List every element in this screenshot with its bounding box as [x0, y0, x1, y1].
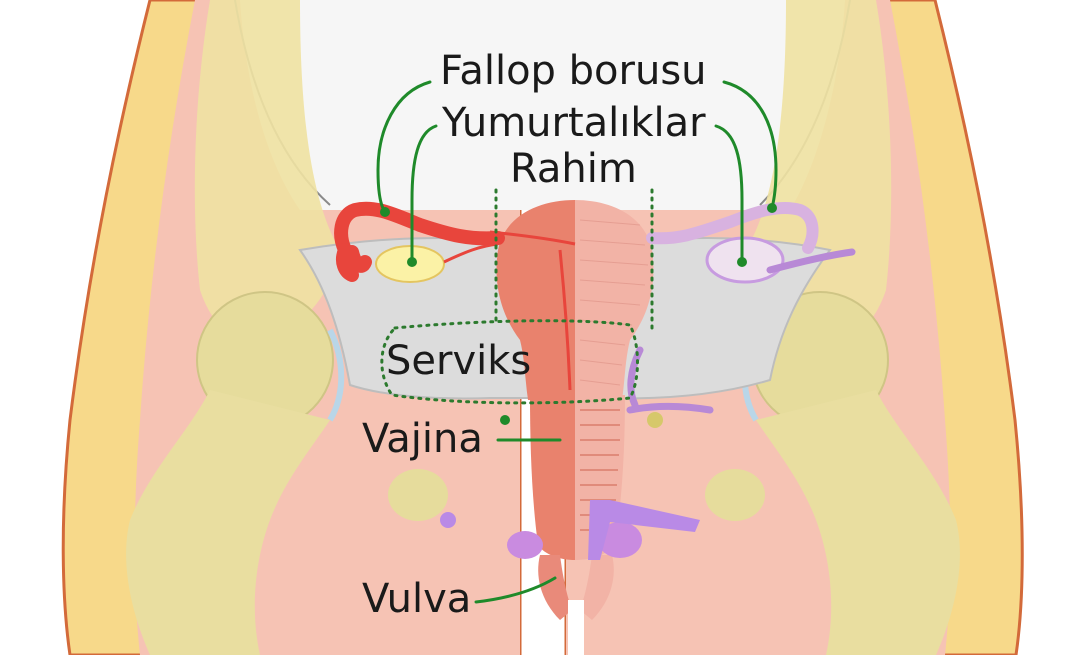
vestibular-bulb-left	[507, 531, 543, 559]
right-ovarian-vessel-2	[630, 406, 710, 410]
right-vessel-knot	[647, 412, 663, 428]
right-pubic-bone	[705, 469, 765, 521]
ovaries-leader-left-dot	[407, 257, 417, 267]
vagina-leader-dot	[500, 415, 510, 425]
vulva-opening	[568, 600, 584, 655]
ovaries-leader-right-dot	[737, 257, 747, 267]
small-gland-left	[440, 512, 456, 528]
fallopian-tube-label: Fallop borusu	[440, 48, 707, 94]
cervix-label: Serviks	[386, 338, 531, 384]
vagina-label: Vajina	[362, 416, 483, 462]
ovaries-label: Yumurtalıklar	[441, 100, 706, 146]
vulva-label: Vulva	[362, 576, 471, 622]
fallopian-tube-leader-left-dot	[380, 207, 390, 217]
fallopian-tube-leader-right-dot	[767, 203, 777, 213]
left-pubic-bone	[388, 469, 448, 521]
uterus-label: Rahim	[510, 146, 637, 192]
